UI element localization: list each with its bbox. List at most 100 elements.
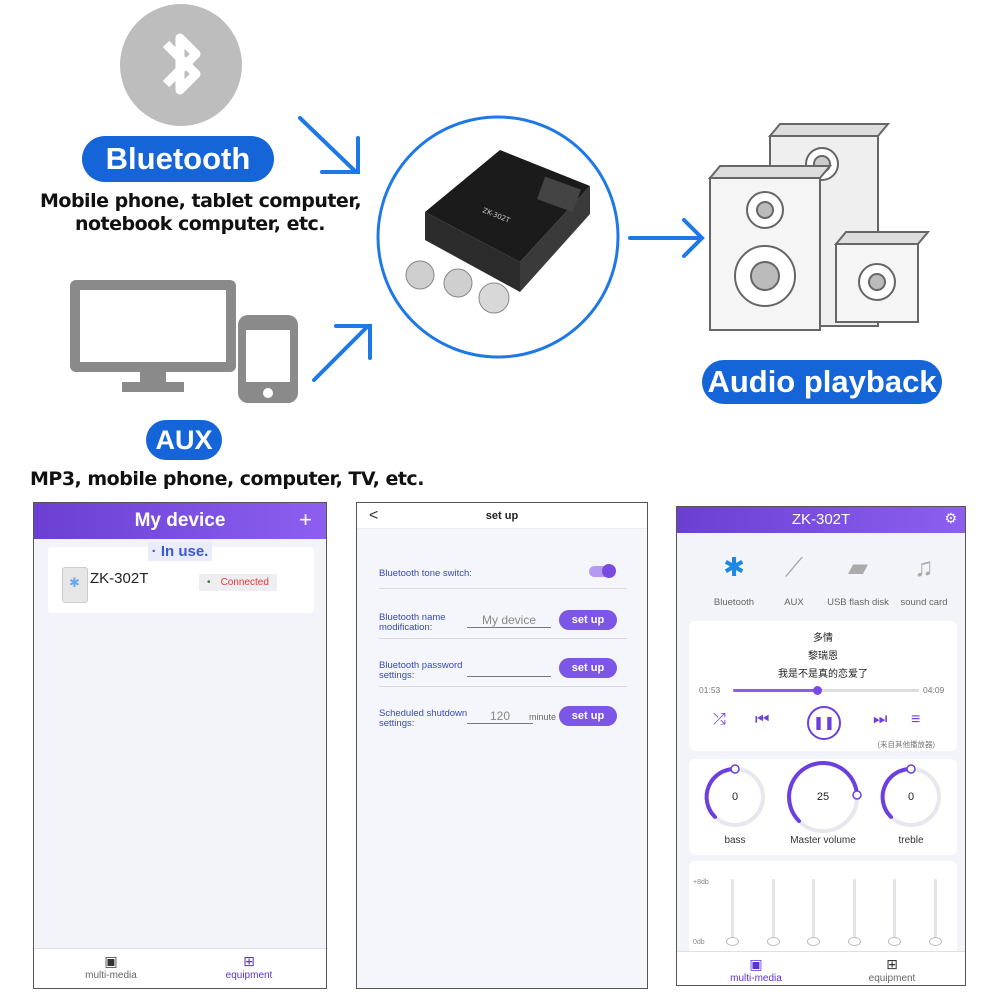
source-aux[interactable]: ⟋ AUX — [759, 547, 829, 608]
name-set-up-button[interactable]: set up — [559, 610, 617, 630]
bluetooth-icon: ✱ — [723, 552, 745, 582]
source-usb-label: USB flash disk — [827, 597, 889, 608]
progress-handle[interactable] — [812, 686, 822, 695]
source-bluetooth[interactable]: ✱ Bluetooth — [699, 547, 769, 608]
gear-icon[interactable]: ⚙ — [944, 510, 957, 526]
volume-label: Master volume — [790, 835, 856, 846]
bluetooth-icon — [162, 33, 201, 95]
tone-switch-toggle[interactable] — [589, 564, 616, 578]
tab-multi-media-label: multi-media — [730, 973, 782, 984]
equalizer-card: +8db 0db — [689, 861, 957, 953]
device-header: My device + — [34, 503, 326, 539]
arrow-head-bluetooth — [320, 136, 360, 174]
password-set-up-button[interactable]: set up — [559, 658, 617, 678]
monitor-icon — [70, 280, 236, 392]
bass-label: bass — [724, 835, 746, 846]
aux-plug-icon: ⟋ — [784, 552, 804, 582]
name-label-line-2: modification: — [379, 622, 433, 633]
player-card: 多情 黎瑞恩 我是不是真的恋爱了 01:53 04:09 ⤮ ⏮ ❚❚ ⏭ ≡ … — [689, 621, 957, 751]
eq-band-handle[interactable] — [847, 937, 861, 946]
eq-band-handle[interactable] — [888, 937, 901, 946]
progress-track[interactable] — [733, 686, 919, 695]
bluetooth-caption-line-1: Mobile phone, tablet computer, — [40, 190, 362, 212]
pause-button[interactable]: ❚❚ — [807, 706, 841, 740]
bass-knob-arc — [704, 766, 737, 819]
aux-caption: MP3, mobile phone, computer, TV, etc. — [30, 468, 424, 490]
from-other-player-label: (来自其他播放器) — [877, 740, 936, 749]
next-icon[interactable]: ⏭ — [873, 711, 888, 728]
back-arrow-icon[interactable]: < — [369, 507, 379, 524]
treble-knob-arc — [880, 766, 913, 819]
tab-multi-media[interactable]: ▣ multi-media — [711, 955, 801, 984]
eq-band-slider[interactable] — [928, 879, 942, 946]
arrow-head-aux — [334, 324, 372, 360]
tab-equipment[interactable]: ⊞ equipment — [204, 952, 294, 981]
bluetooth-caption-line-2: notebook computer, etc. — [74, 213, 326, 235]
player-header: ZK-302T ⚙ — [677, 507, 965, 533]
volume-value: 25 — [816, 791, 830, 803]
tab-equipment-label: equipment — [868, 973, 916, 984]
eq-band-handle[interactable] — [726, 937, 739, 946]
setup-screen: < set up Bluetooth tone switch: Bluetoot… — [356, 502, 648, 989]
audio-playback-label: Audio playback — [702, 360, 942, 404]
eq-band-slider[interactable] — [847, 879, 861, 946]
eq-band-handle[interactable] — [928, 937, 942, 946]
shutdown-set-up-button[interactable]: set up — [559, 706, 617, 726]
tone-switch-row: Bluetooth tone switch: — [379, 563, 627, 589]
bass-value: 0 — [731, 791, 739, 803]
tone-switch-label: Bluetooth tone switch: — [379, 568, 472, 579]
connected-status-text: Connected — [220, 577, 269, 588]
tab-equipment-label: equipment — [225, 970, 273, 981]
previous-icon[interactable]: ⏮ — [755, 711, 770, 728]
source-usb[interactable]: ▰ USB flash disk — [823, 547, 893, 608]
bass-knob-handle — [730, 764, 740, 774]
password-label-line-1: Bluetooth password — [379, 660, 463, 671]
playlist-icon[interactable]: ≡ — [911, 711, 921, 728]
time-current: 01:53 — [699, 685, 721, 695]
shutdown-label-line-2: settings: — [379, 718, 415, 729]
eq-band-handle[interactable] — [807, 937, 820, 946]
device-thumbnail-icon: ✱ — [62, 567, 88, 603]
eq-band-slider[interactable] — [888, 879, 901, 946]
play-icon: ▣ — [104, 953, 118, 969]
tab-equipment[interactable]: ⊞ equipment — [847, 955, 937, 984]
usb-icon: ▰ — [848, 552, 868, 582]
shutdown-minutes-input[interactable]: 120 — [467, 709, 533, 724]
connected-status-badge[interactable]: •Connected — [199, 574, 277, 591]
source-sound-card[interactable]: ♫ sound card — [889, 547, 959, 608]
player-screen: ZK-302T ⚙ ✱ Bluetooth ⟋ AUX ▰ USB flash … — [676, 506, 966, 986]
device-name[interactable]: ZK-302T — [90, 570, 149, 587]
eq-band-slider[interactable] — [766, 879, 780, 946]
eq-band-slider[interactable] — [726, 879, 739, 946]
treble-value: 0 — [907, 791, 915, 803]
grid-icon: ⊞ — [243, 953, 255, 969]
music-notes-icon: ♫ — [914, 552, 934, 582]
device-tabbar: ▣ multi-media ⊞ equipment — [34, 948, 326, 988]
eq-band-slider[interactable] — [807, 879, 820, 946]
arrow-bluetooth-to-board — [298, 116, 358, 174]
source-aux-label: AUX — [784, 597, 804, 608]
bluetooth-name-input[interactable]: My device — [467, 613, 551, 628]
player-tabbar: ▣ multi-media ⊞ equipment — [677, 951, 965, 985]
tab-multi-media[interactable]: ▣ multi-media — [66, 952, 156, 981]
grid-icon: ⊞ — [886, 956, 898, 972]
setup-title: set up — [485, 510, 519, 522]
shuffle-icon[interactable]: ⤮ — [713, 711, 726, 728]
source-sound-card-label: sound card — [900, 597, 948, 608]
volume-knob-arc — [787, 760, 859, 823]
bluetooth-password-input[interactable] — [467, 661, 551, 677]
in-use-text: · In use. — [147, 542, 213, 561]
bluetooth-small-icon: ✱ — [69, 575, 80, 590]
source-bluetooth-label: Bluetooth — [713, 597, 755, 608]
add-device-button[interactable]: + — [299, 507, 312, 532]
shutdown-label-line-1: Scheduled shutdown — [379, 708, 468, 719]
amplifier-board-icon: ZK-302T — [405, 150, 590, 314]
volume-knob-handle — [852, 790, 862, 800]
eq-band-handle[interactable] — [766, 937, 780, 946]
bluetooth-circle — [120, 4, 242, 126]
